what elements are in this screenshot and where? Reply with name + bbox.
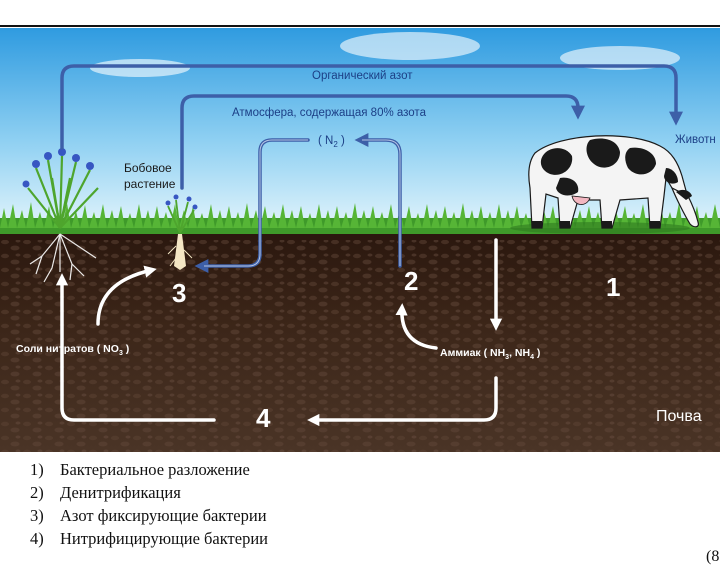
label-ammonia: Аммиак ( NH3, NH4 ): [440, 347, 540, 361]
legume-plant: [165, 194, 198, 270]
label-legume-line2: растение: [124, 177, 176, 191]
label-soil: Почва: [656, 408, 702, 425]
clouds: [90, 32, 680, 77]
marker-4: 4: [256, 403, 271, 433]
label-legume-line1: Бобовое: [124, 161, 172, 175]
soil-texture: [0, 240, 720, 452]
legend-item-1: 1)Бактериальное разложение: [30, 460, 250, 479]
label-n2: ( N2 ): [318, 135, 345, 149]
blue-arrows-glow: [204, 139, 401, 267]
cow-illustration: [510, 135, 699, 234]
legend-item-3: 3)Азот фиксирующие бактерии: [30, 506, 267, 525]
label-organic-nitrogen: Органический азот: [312, 70, 413, 82]
nitrogen-cycle-diagram: Органический азот Атмосфера, содержащая …: [0, 28, 720, 452]
marker-2: 2: [404, 266, 418, 296]
white-arrows: [55, 238, 503, 427]
marker-1: 1: [606, 272, 620, 302]
arrow-organic-nitrogen-to-animal: [60, 64, 683, 150]
arrow-legume-to-atmosphere: [180, 94, 585, 190]
label-nitrates: Соли нитратов ( NO3 ): [16, 343, 129, 357]
arrow-nitrification-to-nitrates: [55, 273, 216, 422]
flowering-plant: [22, 148, 99, 283]
corner-fragment-text: (8: [706, 548, 720, 565]
arrow-ammonia-to-nitrification: [307, 376, 498, 427]
marker-3: 3: [172, 278, 186, 308]
legend-item-2: 2)Денитрификация: [30, 483, 181, 502]
top-border-line: [0, 25, 720, 27]
label-animal: Животн: [675, 134, 716, 146]
arrow-nitrates-to-legume: [96, 265, 157, 326]
arrow-ammonia-to-denitrification: [395, 303, 438, 350]
label-atmosphere: Атмосфера, содержащая 80% азота: [232, 107, 427, 119]
legend-item-4: 4)Нитрифицирующие бактерии: [30, 529, 268, 548]
legend-list: 1)Бактериальное разложение 2)Денитрифика…: [30, 458, 268, 550]
